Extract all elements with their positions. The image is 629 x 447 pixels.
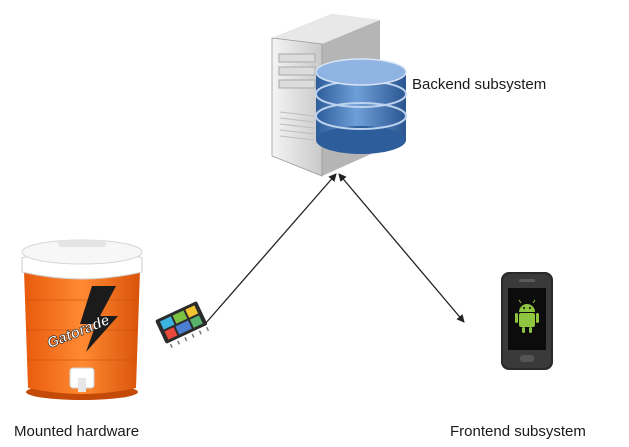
- hardware-label: Mounted hardware: [14, 423, 140, 440]
- edge-hardware-to-backend: [204, 173, 337, 325]
- frontend-label: Frontend subsystem: [450, 423, 586, 440]
- backend-label: Backend subsystem: [412, 76, 547, 93]
- circuit-board-icon: [155, 301, 210, 349]
- android-phone-icon: [501, 272, 553, 370]
- edge-backend-to-frontend: [338, 173, 465, 323]
- server-database-icon: [271, 14, 407, 177]
- water-cooler-icon: Gatorade: [21, 239, 143, 400]
